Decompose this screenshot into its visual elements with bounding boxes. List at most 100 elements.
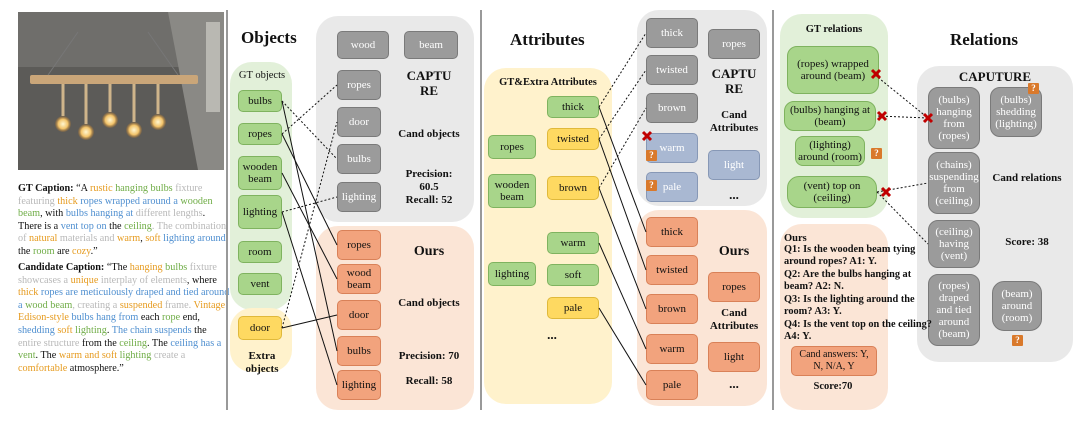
ours-objects-title: Ours bbox=[413, 244, 445, 259]
caption-segment: natural bbox=[29, 233, 58, 245]
caption-segment: lighting around bbox=[163, 233, 226, 245]
caption-segment: , with bbox=[40, 208, 66, 220]
capture-attr-twisted: twisted bbox=[646, 55, 698, 85]
gt-attr-object-lighting: lighting bbox=[488, 262, 536, 286]
photo-light-fixture bbox=[18, 12, 224, 170]
match-line bbox=[598, 138, 647, 271]
ours-question-4: Q4: Is the vent top on the ceiling? A4: … bbox=[784, 319, 932, 343]
gt-attr-brown: brown bbox=[547, 176, 599, 200]
match-line bbox=[877, 115, 929, 119]
gt-attr-soft: soft bbox=[547, 264, 599, 286]
capture-cand-objects-label: Cand objects bbox=[398, 128, 460, 140]
match-line bbox=[281, 196, 338, 213]
capture-cand-relations-label: Cand relations bbox=[992, 172, 1062, 184]
caption-segment: . The bbox=[147, 337, 171, 349]
red-x-icon bbox=[922, 112, 934, 124]
caption-segment: lighting bbox=[75, 324, 107, 336]
caption-segment: create a bbox=[151, 350, 186, 362]
caption-segment: vent top on bbox=[60, 220, 107, 232]
caption-segment: the bbox=[191, 324, 207, 336]
match-line bbox=[876, 191, 929, 245]
capture-relation-4: (ceiling) having (vent) bbox=[928, 220, 980, 268]
caption-segment: thick bbox=[57, 195, 78, 207]
gt-caption-label: GT Caption: bbox=[18, 183, 74, 194]
gt-attr-object-wooden-beam: wooden beam bbox=[488, 174, 536, 208]
caption-segment: . The bbox=[35, 350, 59, 362]
attributes-title: Attributes bbox=[510, 30, 585, 49]
caption-segment: each bbox=[138, 312, 163, 324]
ours-attributes-title: Ours bbox=[718, 244, 750, 259]
red-x-icon bbox=[641, 130, 653, 142]
caption-segment: “A bbox=[76, 183, 90, 194]
question-icon: ? bbox=[1028, 83, 1039, 94]
capture-attr-more: ... bbox=[729, 187, 739, 202]
caption-segment: wooden beam bbox=[18, 195, 213, 220]
match-line bbox=[281, 100, 338, 160]
caption-segment: different lengths bbox=[133, 208, 203, 220]
caption-segment: rope bbox=[162, 312, 181, 324]
gt-object-room: room bbox=[238, 241, 282, 263]
ours-relations-panel bbox=[780, 224, 888, 410]
capture-object-beam: beam bbox=[404, 31, 458, 59]
caption-segment: suspended bbox=[119, 299, 163, 311]
caption-segment: , where bbox=[186, 274, 217, 286]
gt-attr-more: ... bbox=[547, 327, 557, 342]
gt-caption: GT Caption: “A rustic hanging bulbs fixt… bbox=[18, 183, 230, 259]
capture-object-lighting: lighting bbox=[337, 182, 381, 212]
gt-caption-text: “A rustic hanging bulbs fixture featurin… bbox=[18, 183, 226, 257]
red-x-icon bbox=[876, 110, 888, 122]
extra-objects-label: Extra objects bbox=[245, 350, 279, 375]
gt-relation-1: (ropes) wrapped around (beam) bbox=[787, 46, 879, 94]
gt-relations-label: GT relations bbox=[805, 24, 863, 35]
caption-segment: from the bbox=[79, 337, 120, 349]
ours-attr-object-light: light bbox=[708, 342, 760, 372]
capture-attributes-title: CAPTU RE bbox=[711, 66, 757, 96]
caption-segment: . There is a bbox=[18, 208, 206, 232]
ours-attr-object-ropes: ropes bbox=[708, 272, 760, 302]
ours-relations-title: Ours bbox=[784, 233, 807, 244]
caption-segment: warm bbox=[117, 233, 141, 245]
candidate-caption-text: “The hanging bulbs fixture showcases a u… bbox=[18, 262, 229, 374]
capture-objects-title: CAPTU RE bbox=[406, 68, 452, 98]
gt-attr-object-ropes: ropes bbox=[488, 135, 536, 159]
ours-question-1: Q1: Is the wooden beam tying around rope… bbox=[784, 244, 916, 268]
caption-segment: ropes are meticulously draped and tied a… bbox=[18, 287, 230, 311]
gt-objects-label: GT objects bbox=[238, 70, 286, 81]
ours-attr-pale: pale bbox=[646, 370, 698, 400]
caption-segment: wood beam bbox=[25, 299, 73, 311]
capture-object-ropes: ropes bbox=[337, 70, 381, 100]
ours-cand-objects-label: Cand objects bbox=[398, 297, 460, 309]
ours-precision: Precision: 70 bbox=[398, 350, 460, 362]
ours-object-lighting: lighting bbox=[337, 370, 381, 400]
capture-object-bulbs: bulbs bbox=[337, 144, 381, 174]
match-line bbox=[874, 74, 929, 119]
match-line bbox=[598, 187, 647, 310]
caption-segment: .” bbox=[90, 245, 98, 257]
ours-question-2: Q2: Are the bulbs hanging at beam? A2: N… bbox=[784, 269, 912, 293]
caption-segment: ceiling bbox=[119, 337, 148, 349]
caption-segment: fixture featuring bbox=[18, 183, 203, 207]
ours-object-ropes: ropes bbox=[337, 230, 381, 260]
gt-relation-3: (lighting) around (room) bbox=[795, 136, 865, 166]
match-line bbox=[598, 242, 647, 350]
caption-segment: vent bbox=[18, 350, 36, 362]
gt-attr-warm: warm bbox=[547, 232, 599, 254]
gt-attributes-label: GT&Extra Attributes bbox=[499, 77, 597, 88]
caption-segment: room bbox=[33, 245, 55, 257]
caption-segment: rustic bbox=[90, 183, 113, 194]
caption-segment: hanging bbox=[129, 262, 163, 273]
capture-relations-score: Score: 38 bbox=[1005, 236, 1049, 248]
caption-segment: Vintage Edison-style bbox=[18, 299, 226, 324]
caption-segment: the bbox=[106, 220, 125, 232]
capture-recall: Recall: 52 bbox=[405, 194, 453, 206]
relations-title: Relations bbox=[950, 30, 1018, 49]
gt-attr-pale: pale bbox=[547, 297, 599, 319]
match-line bbox=[281, 133, 338, 246]
capture-object-door: door bbox=[337, 107, 381, 137]
capture-relation-6: (beam) around (room) bbox=[992, 281, 1042, 331]
caption-segment: interplay of elements bbox=[98, 274, 187, 286]
match-line bbox=[281, 172, 338, 280]
caption-segment: soft bbox=[57, 324, 73, 336]
capture-relation-1: (bulbs) hanging from (ropes) bbox=[928, 87, 980, 149]
